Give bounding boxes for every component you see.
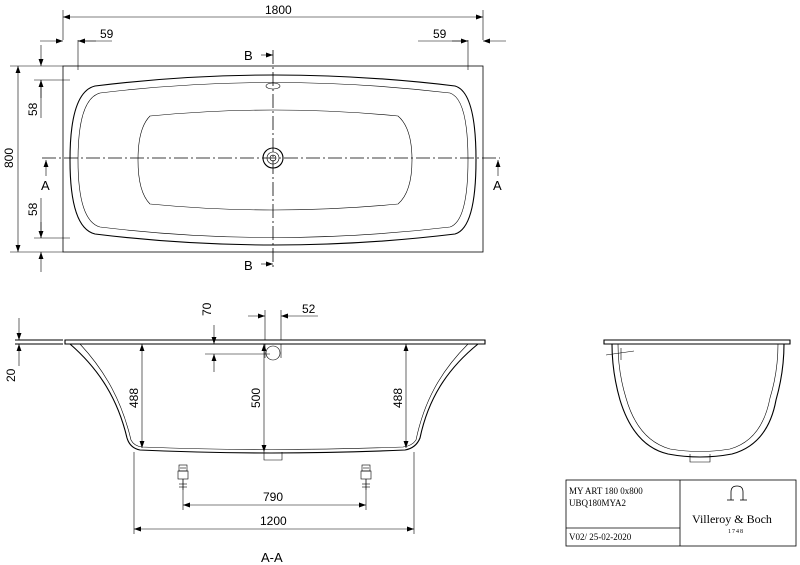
section-rim: [15, 339, 486, 345]
section-overflow-icon: [265, 345, 281, 361]
dim-foot-spacing: 790: [263, 490, 283, 504]
section-a-a-view: 20 70 52 488 500 488: [4, 302, 486, 565]
side-tub-inner: [617, 343, 779, 452]
dim-rim-thickness: 20: [4, 368, 18, 382]
section-title: A-A: [261, 550, 283, 565]
brand-name: Villeroy & Boch: [692, 512, 772, 526]
side-rim: [603, 339, 791, 345]
dim-base-length: 1200: [260, 514, 287, 528]
brand-logo-icon: [727, 485, 747, 501]
foot-right-icon: [360, 464, 372, 490]
title-version: V02/ 25-02-2020: [569, 532, 632, 542]
title-model: MY ART 180 0x800: [569, 486, 643, 496]
side-tub-profile: [611, 343, 785, 458]
section-b-view: [603, 339, 791, 463]
dim-rim-right: 59: [433, 27, 447, 41]
dim-overall-length: 1800: [265, 3, 292, 17]
top-tub-floor: [137, 109, 413, 211]
section-marker-a-left: A: [41, 178, 50, 193]
side-overflow-icon: [605, 350, 635, 356]
top-inner-rim-offset: [77, 82, 469, 238]
dim-overall-width: 800: [2, 148, 16, 168]
dim-drain-offset: 70: [200, 302, 214, 316]
top-outer-rim: [62, 65, 484, 253]
section-tub-wall: [69, 343, 479, 454]
section-marker-b-top: B: [244, 48, 253, 63]
dim-rim-bottom: 58: [26, 202, 40, 216]
dim-depth-left: 488: [127, 388, 141, 408]
top-inner-rim: [69, 74, 477, 246]
top-view: 1800 59 59 800 58 58 B B: [2, 3, 506, 273]
overflow-icon: [265, 82, 281, 90]
foot-left-icon: [177, 464, 189, 490]
dim-rim-top: 58: [26, 102, 40, 116]
dim-depth-center: 500: [249, 388, 263, 408]
title-code: UBQ180MYA2: [569, 498, 626, 508]
side-drain-icon: [689, 454, 711, 463]
dim-drain-diameter: 52: [302, 302, 316, 316]
brand-year: 1748: [728, 529, 744, 535]
drain-icon: [262, 147, 284, 169]
section-marker-b-bottom: B: [244, 258, 253, 273]
section-drain-icon: [263, 452, 283, 461]
section-marker-a-right: A: [493, 178, 502, 193]
title-block: MY ART 180 0x800 UBQ180MYA2 V02/ 25-02-2…: [565, 479, 797, 547]
dim-rim-left: 59: [100, 27, 114, 41]
dim-depth-right: 488: [391, 388, 405, 408]
section-tub-inner: [79, 343, 469, 450]
